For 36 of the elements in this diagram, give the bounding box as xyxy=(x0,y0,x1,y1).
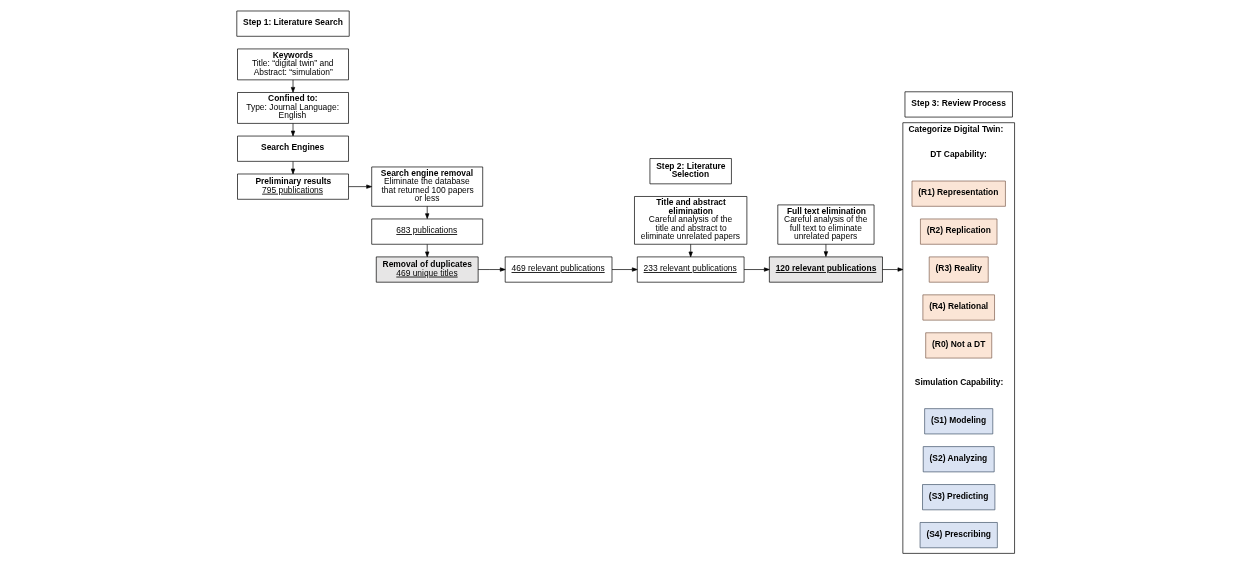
node-box: Full text elimination Careful analysis of the full text to eliminate unrelated papers xyxy=(776,204,874,245)
node-box: Removal of duplicates 469 unique titles xyxy=(375,256,478,283)
arrow xyxy=(424,206,429,219)
arrow xyxy=(290,79,295,93)
node-box: 469 relevant publications xyxy=(504,256,612,283)
node-box: Title and abstract elimination Careful analysis of the title and abstract to eliminate unrelated papers xyxy=(633,196,747,245)
node-box: 120 relevant publications xyxy=(768,256,883,283)
node-box: Preliminary results 795 publications xyxy=(236,173,349,200)
node-box: Keywords Title: “digital twin” and Abstract: “simulation” xyxy=(236,48,349,81)
node-box: (R1) Representation xyxy=(911,180,1006,207)
node-box: (R0) Not a DT xyxy=(924,332,992,359)
arrow xyxy=(611,267,638,272)
arrow xyxy=(823,243,828,257)
node-box: (S1) Modeling xyxy=(923,408,993,435)
arrow xyxy=(688,243,693,258)
node-box: 683 publications xyxy=(370,218,483,245)
node-box: 233 relevant publications xyxy=(636,256,744,283)
node-box: Confined to: Type: Journal Language: English xyxy=(236,92,349,124)
node-box: (R4) Relational xyxy=(922,294,995,321)
arrow xyxy=(424,244,429,258)
node-box: (S2) Analyzing xyxy=(922,446,995,473)
node-box: Step 2: Literature Selection xyxy=(649,158,732,185)
arrow xyxy=(290,161,295,175)
arrow xyxy=(290,123,295,137)
arrow xyxy=(881,267,903,272)
arrow xyxy=(347,184,372,189)
node-box: (R3) Reality xyxy=(928,256,989,283)
arrow xyxy=(477,267,506,272)
node-box: Search Engines xyxy=(236,135,349,162)
node-box: Step 3: Review Process xyxy=(904,91,1013,118)
node-box: (S3) Predicting xyxy=(921,484,995,511)
node-box: Search engine removal Eliminate the database that returned 100 papers or less xyxy=(370,166,483,207)
node-box: (R2) Replication xyxy=(919,218,997,245)
node-box: Step 1: Literature Search xyxy=(235,10,350,37)
node-box: (S4) Prescribing xyxy=(919,522,998,549)
arrow xyxy=(743,267,770,272)
